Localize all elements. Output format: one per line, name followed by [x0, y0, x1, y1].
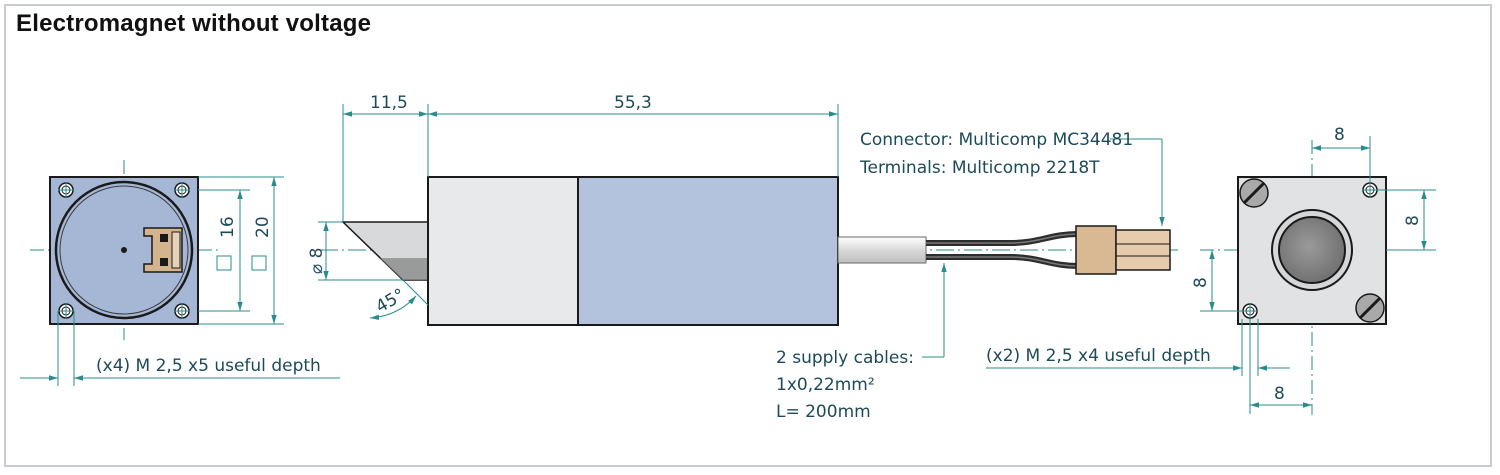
- dim-55-3: 55,3: [614, 93, 652, 113]
- wire-2: [926, 254, 1079, 269]
- wire-1: [926, 231, 1079, 246]
- dim-16: 16: [218, 216, 238, 238]
- front-thread-note: (x4) M 2,5 x5 useful depth: [96, 356, 321, 376]
- cable-sheath: [837, 236, 927, 264]
- rear-screws: [1239, 178, 1385, 323]
- cable-note-line2: 1x0,22mm²: [776, 375, 875, 395]
- connector-note-line2: Terminals: Multicomp 2218T: [859, 158, 1100, 178]
- dim-11-5: 11,5: [370, 93, 408, 113]
- connector-housing: [1075, 225, 1171, 275]
- front-terminal-block: [143, 227, 183, 273]
- rear-thread-note: (x2) M 2,5 x4 useful depth: [986, 346, 1211, 366]
- connector-note-line1: Connector: Multicomp MC34481: [860, 130, 1133, 150]
- dim-20: 20: [253, 216, 273, 238]
- dim-rear-right-8: 8: [1403, 215, 1423, 226]
- dim-45-degree: 45°: [373, 285, 409, 317]
- front-view: 16 20 (x4) M 2,5 x5 useful depth: [20, 160, 340, 386]
- rear-view: 8 8 8 8 (x2) M 2,5 x4 useful depth: [986, 125, 1436, 415]
- cable-note-line1: 2 supply cables:: [776, 348, 914, 368]
- dim-rear-top-8: 8: [1334, 125, 1345, 145]
- solenoid-body: [577, 176, 839, 326]
- dim-rear-bottom-8: 8: [1274, 384, 1285, 404]
- page-title: Electromagnet without voltage: [16, 10, 372, 37]
- side-view: 11,5 55,3 ⌀ 8 45° Connector: Multicomp M…: [307, 93, 1180, 422]
- sleeve: [427, 176, 579, 326]
- cable-note-line3: L= 200mm: [776, 402, 871, 422]
- rear-pin: [1278, 216, 1346, 284]
- dim-rear-left-8: 8: [1191, 277, 1211, 288]
- dim-diameter-8: ⌀ 8: [307, 248, 327, 274]
